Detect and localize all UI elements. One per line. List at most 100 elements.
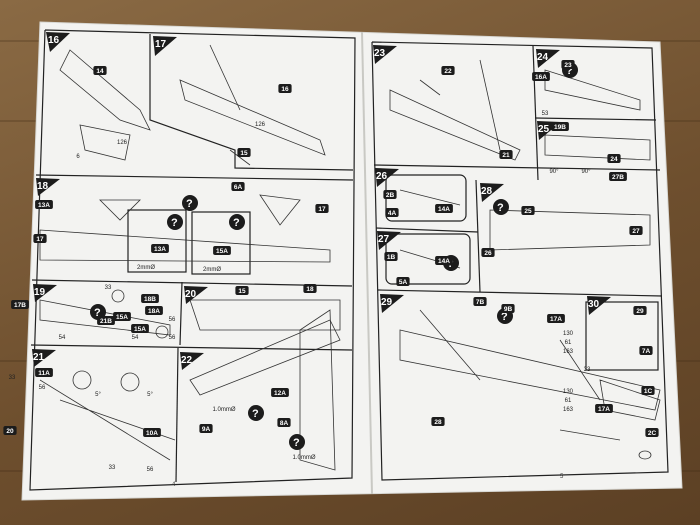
- part-number-label: 2C: [645, 428, 659, 437]
- svg-text:?: ?: [252, 408, 259, 420]
- part-number-label: 56: [39, 385, 46, 391]
- part-number-label: 130: [563, 389, 574, 395]
- svg-text:53: 53: [542, 111, 549, 117]
- step-number: 22: [181, 355, 193, 366]
- part-number-label: 163: [563, 349, 574, 355]
- part-number-label: 16A: [532, 72, 550, 81]
- svg-text:21: 21: [502, 152, 510, 159]
- step-number: 21: [33, 352, 45, 363]
- part-number-label: 28: [431, 417, 445, 426]
- question-icon: ?: [167, 214, 183, 230]
- part-number-label: 1B: [384, 252, 398, 261]
- step-badges: 16 17 18 19 20 21 22 23 24 25 26 27 28 2…: [32, 32, 611, 370]
- step-number: 29: [381, 297, 393, 308]
- svg-text:26: 26: [484, 250, 492, 257]
- part-number-label: 29: [633, 306, 647, 315]
- left-page: [29, 29, 356, 491]
- svg-text:1.0mmØ: 1.0mmØ: [292, 455, 315, 461]
- part-number-label: 33: [105, 285, 112, 291]
- part-number-label: 21: [499, 150, 513, 159]
- part-number-label: 18B: [141, 294, 159, 303]
- svg-text:9A: 9A: [202, 426, 211, 433]
- svg-text:21B: 21B: [100, 318, 112, 325]
- part-number-label: 17: [33, 234, 47, 243]
- step-badge-27: 27: [377, 231, 401, 250]
- part-number-label: 25: [521, 206, 535, 215]
- svg-text:10A: 10A: [146, 430, 158, 437]
- step-number: 30: [588, 299, 600, 310]
- step-badge-19: 19: [33, 284, 57, 302]
- svg-text:90°: 90°: [549, 169, 559, 175]
- svg-text:27: 27: [632, 228, 640, 235]
- svg-text:130: 130: [563, 389, 574, 395]
- svg-text:17A: 17A: [598, 406, 610, 413]
- svg-text:15: 15: [238, 288, 246, 295]
- svg-text:28: 28: [434, 419, 442, 426]
- part-number-label: 126: [117, 140, 128, 146]
- svg-text:163: 163: [563, 407, 574, 413]
- step-number: 28: [481, 186, 493, 197]
- part-number-label: 15: [237, 148, 251, 157]
- page-number-right: 5: [560, 474, 564, 480]
- part-number-label: 33: [584, 367, 591, 373]
- part-number-label: 6A: [231, 182, 245, 191]
- svg-text:22: 22: [444, 68, 452, 75]
- part-number-label: 2mmØ: [203, 267, 221, 273]
- svg-text:61: 61: [565, 340, 572, 346]
- svg-text:9B: 9B: [504, 306, 513, 313]
- part-number-label: 22: [441, 66, 455, 75]
- svg-text:2mmØ: 2mmØ: [137, 265, 155, 271]
- svg-text:24: 24: [610, 156, 618, 163]
- svg-text:33: 33: [9, 375, 16, 381]
- svg-text:13A: 13A: [38, 202, 50, 209]
- help-icons: ? ? ? ? ? ? ? ? ? ?: [90, 62, 578, 450]
- step-badge-28: 28: [480, 183, 504, 202]
- svg-text:56: 56: [169, 317, 176, 323]
- part-number-label: 18: [303, 284, 317, 293]
- svg-text:?: ?: [94, 307, 101, 319]
- svg-text:27B: 27B: [612, 174, 624, 181]
- step-number: 17: [155, 39, 167, 50]
- part-number-label: 54: [132, 335, 139, 341]
- step-badge-21: 21: [32, 349, 56, 367]
- svg-text:?: ?: [566, 65, 573, 77]
- part-number-label: 54: [59, 335, 66, 341]
- svg-text:?: ?: [233, 217, 240, 229]
- svg-text:8A: 8A: [280, 420, 289, 427]
- svg-text:33: 33: [109, 465, 116, 471]
- svg-text:4A: 4A: [388, 210, 397, 217]
- step-badge-24: 24: [536, 49, 560, 68]
- svg-text:5A: 5A: [399, 279, 408, 286]
- part-number-label: 17A: [595, 404, 613, 413]
- part-number-label: 15A: [213, 246, 231, 255]
- svg-text:56: 56: [39, 385, 46, 391]
- svg-text:15A: 15A: [134, 326, 146, 333]
- svg-text:15A: 15A: [216, 248, 228, 255]
- step-number: 18: [37, 181, 49, 192]
- part-number-label: 15A: [113, 312, 131, 321]
- part-number-label: 13A: [35, 200, 53, 209]
- part-number-label: 17B: [11, 300, 29, 309]
- svg-text:17A: 17A: [550, 316, 562, 323]
- part-number-label: 6: [76, 154, 80, 160]
- svg-text:15: 15: [240, 150, 248, 157]
- part-number-label: 12A: [271, 388, 289, 397]
- question-icon: ?: [229, 214, 245, 230]
- svg-text:23: 23: [564, 62, 572, 69]
- step-number: 23: [374, 48, 386, 59]
- svg-text:?: ?: [497, 202, 504, 214]
- part-number-label: 53: [542, 111, 549, 117]
- svg-text:7B: 7B: [476, 299, 485, 306]
- svg-text:19B: 19B: [554, 124, 566, 131]
- svg-text:?: ?: [501, 311, 508, 323]
- step-badge-22: 22: [180, 352, 204, 370]
- part-number-label: 14: [93, 66, 107, 75]
- part-number-label: 11A: [35, 368, 53, 377]
- svg-text:6A: 6A: [234, 184, 243, 191]
- svg-text:90°: 90°: [581, 169, 591, 175]
- svg-text:6: 6: [76, 154, 80, 160]
- part-number-label: 90°: [581, 169, 591, 175]
- step-number: 20: [185, 289, 197, 300]
